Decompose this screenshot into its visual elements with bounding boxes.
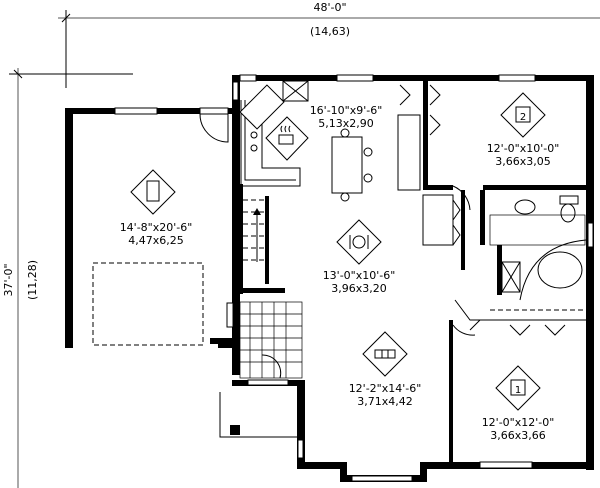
depth-dimension: 37'-0" (11,28) [2,68,133,488]
width-metric: (14,63) [310,25,350,38]
bedroom1-number: 1 [515,385,521,396]
bedroom1-size-metric: 3,66x3,66 [490,429,546,442]
car-icon [130,169,176,215]
room-garage: 14'-8"x20'-6" 4,47x6,25 [120,169,193,247]
bed-icon [495,365,541,411]
dining-size-imperial: 13'-0"x10'-6" [323,269,396,282]
bedroom2-size-imperial: 12'-0"x10'-0" [487,142,560,155]
entry-tiles [239,301,303,379]
garage-size-metric: 4,47x6,25 [128,234,184,247]
width-dimension: 48'-0" (14,63) [58,1,600,88]
room-kitchen: 16'-10"x9'-6" 5,13x2,90 [265,104,383,161]
kitchen-island [331,136,363,194]
kitchen-size-imperial: 16'-10"x9'-6" [310,104,383,117]
kitchen-size-metric: 5,13x2,90 [318,117,374,130]
sofa-icon [362,331,408,377]
bed-icon [500,92,546,138]
bedroom2-size-metric: 3,66x3,05 [495,155,551,168]
living-size-imperial: 12'-2"x14'-6" [349,382,422,395]
bedroom2-number: 2 [520,112,526,123]
room-bedroom1: 1 12'-0"x12'-0" 3,66x3,66 [482,365,555,442]
bedroom1-size-imperial: 12'-0"x12'-0" [482,416,555,429]
depth-metric: (11,28) [26,260,39,300]
room-bedroom2: 2 12'-0"x10'-0" 3,66x3,05 [487,92,560,168]
house-walls [210,74,594,482]
dining-size-metric: 3,96x3,20 [331,282,387,295]
garage-walls [65,107,236,348]
kitchen-counter [239,80,566,336]
living-size-metric: 3,71x4,42 [357,395,413,408]
cooking-pot-icon [265,116,309,161]
stairs [243,199,265,262]
interior-walls [237,80,588,465]
garage-size-imperial: 14'-8"x20'-6" [120,221,193,234]
bathroom [489,195,587,301]
room-living: 12'-2"x14'-6" 3,71x4,42 [349,331,422,408]
width-imperial: 48'-0" [313,1,346,14]
room-dining: 13'-0"x10'-6" 3,96x3,20 [323,219,396,295]
plate-cutlery-icon [336,219,382,265]
depth-imperial: 37'-0" [2,263,15,296]
